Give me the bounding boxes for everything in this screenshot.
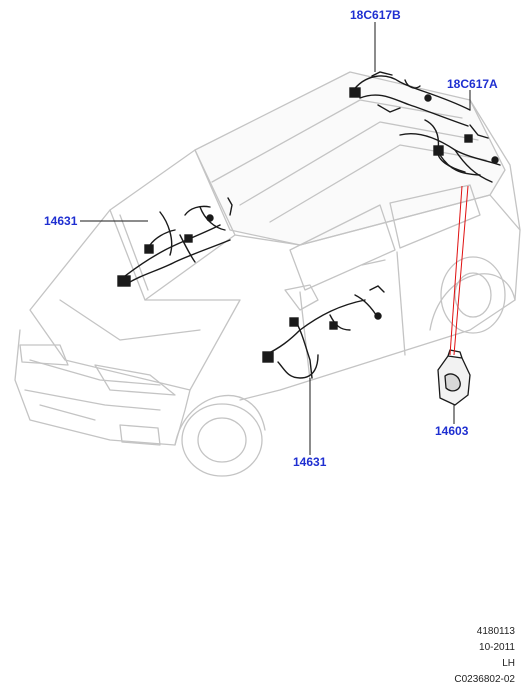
callout-18c617a[interactable]: 18C617A <box>447 77 498 91</box>
bracket-part <box>437 349 471 406</box>
vehicle-outline <box>14 71 521 477</box>
callout-14603[interactable]: 14603 <box>435 424 469 438</box>
footer-drawing-number: 4180113 <box>476 626 515 637</box>
callout-14631-door[interactable]: 14631 <box>293 455 327 469</box>
drawing-footer: 4180113 10-2011 LH C0236802-02 <box>454 624 515 688</box>
footer-reference: C0236802-02 <box>454 674 515 685</box>
callout-18c617b[interactable]: 18C617B <box>350 8 401 22</box>
footer-side: LH <box>502 658 515 669</box>
dash-harness <box>117 197 233 287</box>
door-harness <box>262 285 385 379</box>
footer-date: 10-2011 <box>479 642 515 653</box>
leader-lines <box>80 22 471 455</box>
roof-harness-front <box>399 119 501 183</box>
roof-harness-rear <box>349 71 471 127</box>
callout-14631-dash[interactable]: 14631 <box>44 214 78 228</box>
